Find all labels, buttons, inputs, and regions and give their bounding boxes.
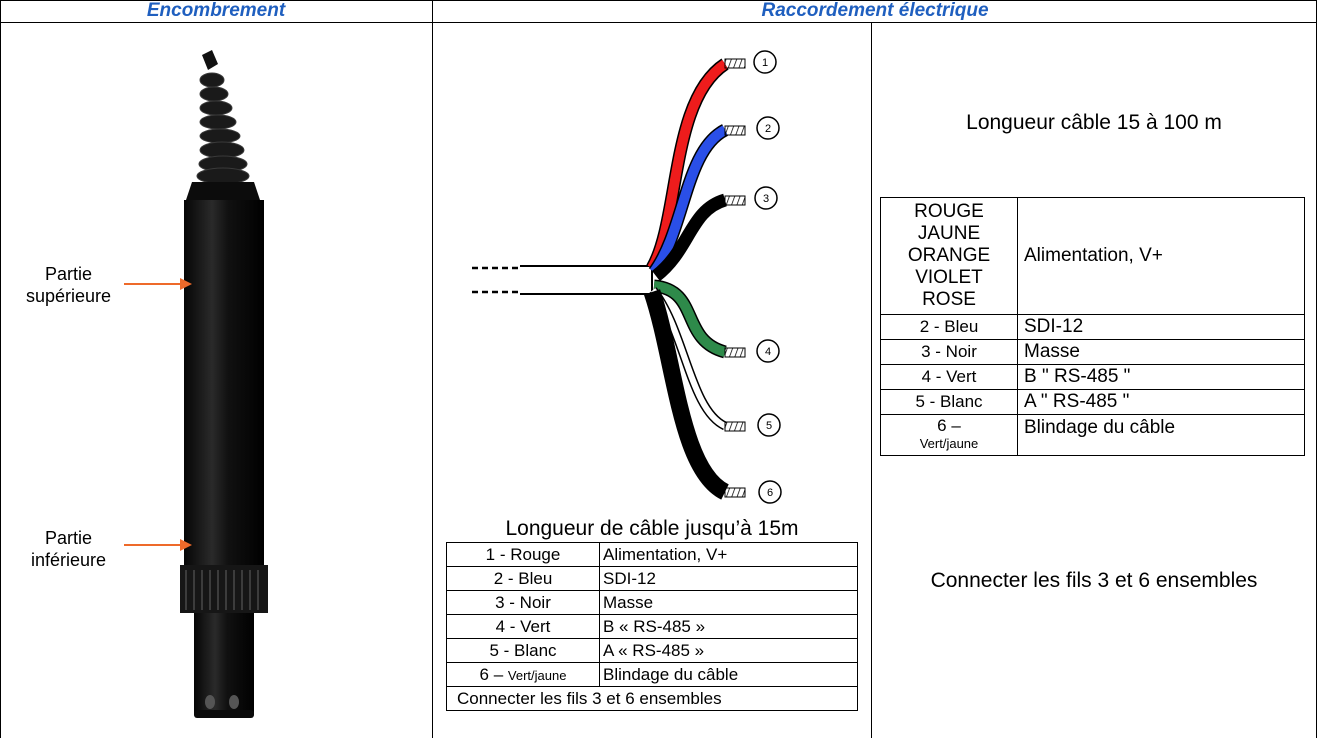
table-row: 5 - Blanc A " RS-485 " (880, 389, 1305, 415)
wire-number-circle-6 (758, 480, 782, 504)
label-upper-part: Partie supérieure (16, 263, 121, 307)
cell-code: 5 - Blanc (880, 389, 1018, 415)
cell-code: 6 – Vert/jaune (880, 414, 1018, 456)
wire-end-5 (724, 421, 746, 432)
label-lower-part: Partie inférieure (16, 527, 121, 571)
header-encombrement: Encombrement (146, 0, 286, 21)
cell-code: 2 - Bleu (880, 314, 1018, 340)
cell-code: 2 - Bleu (446, 566, 600, 591)
wire-number-2: 2 (765, 123, 771, 135)
cell-code: 4 - Vert (446, 614, 600, 639)
cell-desc: Masse (1017, 339, 1305, 365)
wire-end-1 (724, 58, 746, 69)
table-row: 3 - Noir Masse (446, 590, 858, 615)
power-color-3: ORANGE (907, 245, 991, 266)
long-cable-note: Connecter les fils 3 et 6 ensembles (930, 569, 1258, 592)
wire-blue (649, 125, 728, 275)
wire-number-3: 3 (763, 193, 769, 205)
wire-end-4 (724, 347, 746, 358)
label-lower-line2: inférieure (30, 550, 107, 570)
table-row: 6 – Vert/jaune Blindage du câble (880, 414, 1305, 456)
table-row: 5 - Blanc A « RS-485 » (446, 638, 858, 663)
cell-code: 1 - Rouge (446, 542, 600, 567)
long-cable-table: ROUGE JAUNE ORANGE VIOLET ROSE Alimentat… (880, 197, 1305, 456)
wire-number-4: 4 (765, 346, 771, 358)
long-cable-caption: Longueur câble 15 à 100 m (966, 111, 1222, 134)
column-divider-1 (432, 0, 433, 738)
cell-desc: A « RS-485 » (599, 638, 858, 663)
wire-number-circle-5 (757, 413, 781, 437)
short-cable-caption: Longueur de câble jusqu’à 15m (505, 517, 799, 540)
cell-desc: A " RS-485 " (1017, 389, 1305, 415)
wire-shield (645, 289, 729, 499)
cell-desc: Alimentation, V+ (599, 542, 858, 567)
table-row: 4 - Vert B " RS-485 " (880, 364, 1305, 390)
short-cable-table: 1 - Rouge Alimentation, V+ 2 - Bleu SDI-… (446, 542, 858, 711)
power-color-5: ROSE (922, 289, 976, 310)
cell-desc: Masse (599, 590, 858, 615)
cell-desc: Alimentation, V+ (1017, 197, 1305, 315)
label-lower-line1: Partie (44, 528, 93, 548)
cell-desc: B " RS-485 " (1017, 364, 1305, 390)
label-upper-line1: Partie (44, 264, 93, 284)
cell-desc: Blindage du câble (1017, 414, 1305, 456)
table-row: 4 - Vert B « RS-485 » (446, 614, 858, 639)
table-row: 6 – Vert/jaune Blindage du câble (446, 662, 858, 687)
header-bottom-border (0, 22, 1317, 23)
wire-green (653, 281, 727, 357)
table-row: Connecter les fils 3 et 6 ensembles (446, 686, 858, 711)
table-row: 3 - Noir Masse (880, 339, 1305, 365)
table-top-border (0, 0, 1317, 1)
wire-number-5: 5 (766, 420, 772, 432)
wiring-diagram: 1 2 3 4 5 6 (472, 50, 782, 504)
cell-power-colors: ROUGE JAUNE ORANGE VIOLET ROSE (880, 197, 1018, 315)
table-row: 2 - Bleu SDI-12 (446, 566, 858, 591)
table-row: 1 - Rouge Alimentation, V+ (446, 542, 858, 567)
arrow-upper (124, 278, 192, 290)
cell-code: 5 - Blanc (446, 638, 600, 663)
table-row: 2 - Bleu SDI-12 (880, 314, 1305, 340)
power-color-1: ROUGE (914, 201, 984, 222)
cell-desc: Blindage du câble (599, 662, 858, 687)
cell-code: 6 – Vert/jaune (446, 662, 600, 687)
cell-footer: Connecter les fils 3 et 6 ensembles (446, 686, 858, 711)
cell-code: 3 - Noir (880, 339, 1018, 365)
wire-number-circle-2 (756, 116, 780, 140)
cell-code: 4 - Vert (880, 364, 1018, 390)
code-small: Vert/jaune (507, 667, 567, 683)
cable-sheath (520, 265, 653, 295)
wire-end-3 (724, 195, 746, 206)
code-small: Vert/jaune (919, 436, 979, 451)
wire-number-1: 1 (762, 57, 768, 69)
wire-number-circle-1 (753, 50, 777, 74)
code-main: 6 – (479, 664, 508, 684)
wire-number-circle-3 (754, 186, 778, 210)
header-raccordement: Raccordement électrique (761, 0, 989, 21)
wire-number-6: 6 (767, 487, 773, 499)
cell-desc: SDI-12 (1017, 314, 1305, 340)
wire-number-circle-4 (756, 339, 780, 363)
arrow-lower (124, 539, 192, 551)
cell-desc: B « RS-485 » (599, 614, 858, 639)
label-upper-line2: supérieure (25, 286, 112, 306)
wire-end-6 (724, 487, 746, 498)
cell-code: 3 - Noir (446, 590, 600, 615)
probe-image (180, 50, 268, 718)
wire-end-2 (724, 125, 746, 136)
power-color-4: VIOLET (915, 267, 983, 288)
cell-desc: SDI-12 (599, 566, 858, 591)
code-main: 6 – (937, 416, 961, 435)
left-border (0, 0, 1, 738)
wire-black (651, 193, 728, 282)
column-divider-2 (871, 22, 872, 738)
table-row: ROUGE JAUNE ORANGE VIOLET ROSE Alimentat… (880, 197, 1305, 315)
power-color-2: JAUNE (917, 223, 981, 244)
